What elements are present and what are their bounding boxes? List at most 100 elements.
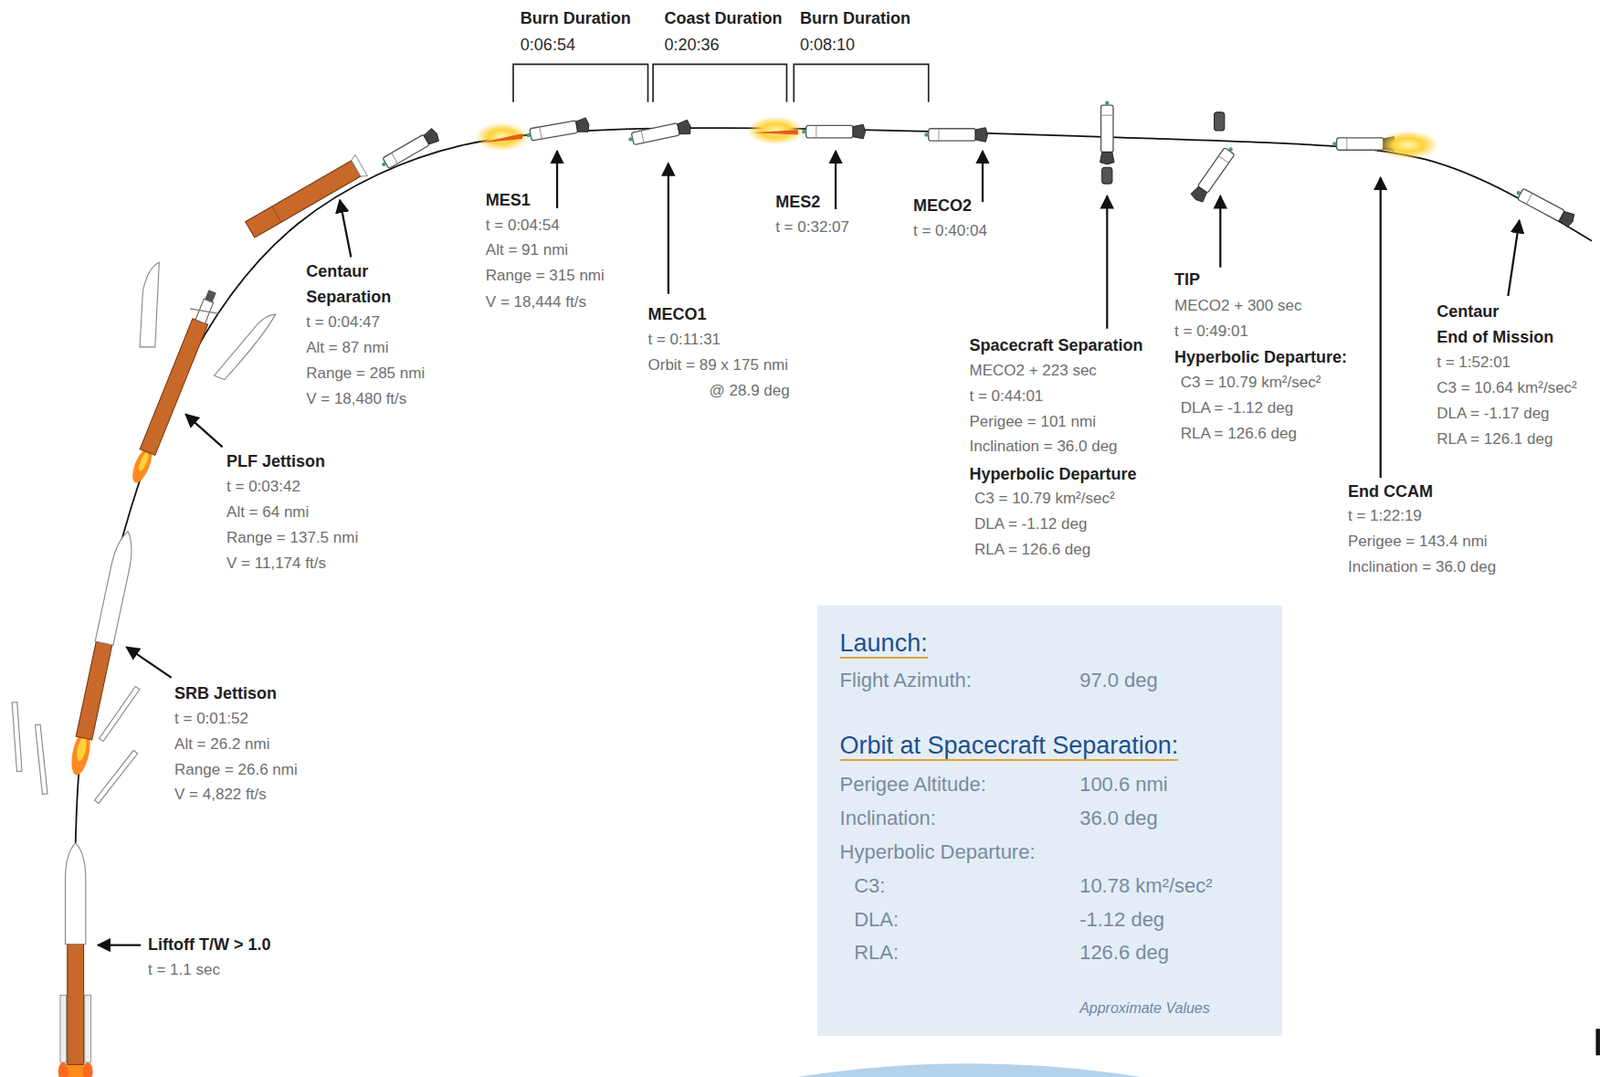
- callout-value: DLA = -1.17 deg: [1436, 405, 1549, 422]
- callout-value: t = 0:40:04: [913, 222, 988, 239]
- rocket-liftoff: [58, 842, 94, 1077]
- callout-value: t = 0:44:01: [968, 388, 1043, 404]
- callout-value: Range = 285 nmi: [305, 365, 425, 381]
- booster-separation: [243, 154, 368, 241]
- callout-heading: Hyperbolic Departure:: [1174, 348, 1348, 366]
- panel-text: -1.12 deg: [1079, 909, 1165, 930]
- fairing-halves: [139, 262, 276, 379]
- panel-text: Approximate Values: [1079, 1000, 1211, 1016]
- callout-value: C3 = 10.79 km²/sec²: [974, 490, 1116, 506]
- callout-heading: MECO1: [648, 305, 707, 323]
- callout-value: MECO2 + 223 sec: [968, 362, 1096, 379]
- edge-mark: [1595, 1028, 1600, 1055]
- callout-heading: SRB Jettison: [174, 684, 277, 702]
- jettisoned-srbs: [11, 686, 140, 804]
- callout-value: Range = 137.5 nmi: [226, 529, 358, 546]
- callout-value: t = 0:04:47: [305, 314, 380, 330]
- panel-text: 100.6 nmi: [1079, 774, 1169, 795]
- callout-value: @ 28.9 deg: [709, 382, 790, 399]
- rocket-plf-jettison: [122, 285, 227, 488]
- callout-heading: End of Mission: [1436, 328, 1554, 346]
- callout-heading: Burn Duration: [800, 10, 911, 27]
- panel-text: 36.0 deg: [1079, 808, 1158, 829]
- panel-heading: Launch:: [840, 631, 928, 659]
- callout-heading: 0:08:10: [800, 36, 855, 53]
- callout-value: RLA = 126.6 deg: [974, 541, 1091, 558]
- callout-value: t = 0:32:07: [775, 219, 850, 235]
- callout-value: V = 11,174 ft/s: [226, 555, 327, 571]
- callout-value: t = 1:52:01: [1436, 354, 1511, 370]
- callout-heading: MECO2: [913, 197, 972, 214]
- callout-value: Perigee = 143.4 nmi: [1347, 533, 1488, 549]
- panel-text: DLA:: [853, 909, 899, 930]
- callout-heading: Centaur: [305, 263, 369, 280]
- callout-value: Perigee = 101 nmi: [968, 413, 1095, 430]
- callout-heading: 0:20:36: [663, 36, 719, 53]
- callout-value: Alt = 87 nmi: [305, 339, 389, 356]
- callout-heading: Hyperbolic Departure: [968, 465, 1137, 483]
- callout-value: Inclination = 36.0 deg: [968, 438, 1117, 454]
- callout-value: V = 4,822 ft/s: [174, 786, 267, 802]
- centaur-stage: [801, 124, 865, 139]
- callout-value: RLA = 126.6 deg: [1180, 425, 1297, 442]
- panel-text: Inclination:: [840, 808, 937, 829]
- callout-heading: Spacecraft Separation: [968, 336, 1143, 354]
- callout-heading: Burn Duration: [520, 10, 632, 27]
- panel-text: 126.6 deg: [1079, 942, 1169, 963]
- callout-heading: MES1: [485, 191, 531, 209]
- callout-value: RLA = 126.1 deg: [1436, 431, 1553, 447]
- panel-text: 97.0 deg: [1079, 670, 1158, 691]
- callout-value: t = 0:01:52: [174, 710, 249, 727]
- callout-value: C3 = 10.64 km²/sec²: [1436, 379, 1578, 396]
- panel-heading: Orbit at Spacecraft Separation:: [840, 733, 1179, 761]
- callout-value: DLA = -1.12 deg: [974, 515, 1087, 532]
- callout-value: Alt = 64 nmi: [226, 504, 309, 520]
- callout-value: t = 0:49:01: [1174, 323, 1249, 339]
- panel-text: C3:: [853, 875, 885, 896]
- centaur-stage: [1099, 101, 1115, 165]
- panel-text: Flight Azimuth:: [840, 670, 972, 691]
- flame: [475, 122, 529, 151]
- summary-panel: Launch: Flight Azimuth: 97.0 degOrbit at S…: [817, 605, 1284, 1037]
- callout-value: C3 = 10.79 km²/sec²: [1180, 374, 1322, 390]
- flame: [747, 115, 805, 145]
- centaur-stage: [924, 127, 988, 143]
- callout-value: Range = 26.6 nmi: [174, 761, 298, 778]
- callout-heading: 0:06:54: [520, 36, 576, 53]
- callout-value: Inclination = 36.0 deg: [1347, 558, 1496, 575]
- centaur-stage: [378, 127, 442, 172]
- centaur-stage: [1513, 185, 1577, 228]
- callout-value: t = 1.1 sec: [147, 961, 221, 978]
- panel-text: 10.78 km²/sec²: [1079, 875, 1213, 896]
- callout-value: Orbit = 89 x 175 nmi: [648, 357, 790, 373]
- callout-heading: Separation: [305, 288, 391, 306]
- callout-value: DLA = -1.12 deg: [1180, 400, 1294, 416]
- panel-text: Hyperbolic Departure:: [840, 842, 1036, 863]
- panel-text: Perigee Altitude:: [840, 774, 987, 795]
- callout-heading: Liftoff T/W > 1.0: [147, 936, 272, 953]
- pointer-arrows: [97, 150, 1519, 945]
- callout-heading: Centaur: [1436, 303, 1499, 320]
- callout-value: t = 0:11:31: [648, 331, 722, 348]
- callout-heading: TIP: [1174, 271, 1200, 288]
- centaur-stage: [1189, 143, 1239, 204]
- callout-value: V = 18,444 ft/s: [485, 294, 587, 310]
- centaur-stage: [627, 119, 693, 148]
- callout-heading: Coast Duration: [663, 10, 782, 27]
- callout-heading: MES2: [775, 193, 821, 211]
- callout-value: t = 0:03:42: [226, 478, 301, 495]
- callout-heading: PLF Jettison: [226, 452, 326, 470]
- earth: [234, 1063, 1600, 1077]
- flame: [1377, 130, 1439, 159]
- callout-heading: End CCAM: [1347, 483, 1433, 500]
- centaur-stage: [525, 117, 590, 143]
- duration-brackets: [513, 63, 929, 102]
- callout-value: Alt = 26.2 nmi: [174, 736, 270, 752]
- callout-value: t = 0:04:54: [485, 217, 560, 233]
- callout-value: MECO2 + 300 sec: [1174, 297, 1302, 314]
- callout-value: Range = 315 nmi: [485, 267, 605, 284]
- panel-text: RLA:: [853, 942, 899, 963]
- callout-value: t = 1:22:19: [1347, 507, 1422, 524]
- callout-value: V = 18,480 ft/s: [305, 390, 407, 407]
